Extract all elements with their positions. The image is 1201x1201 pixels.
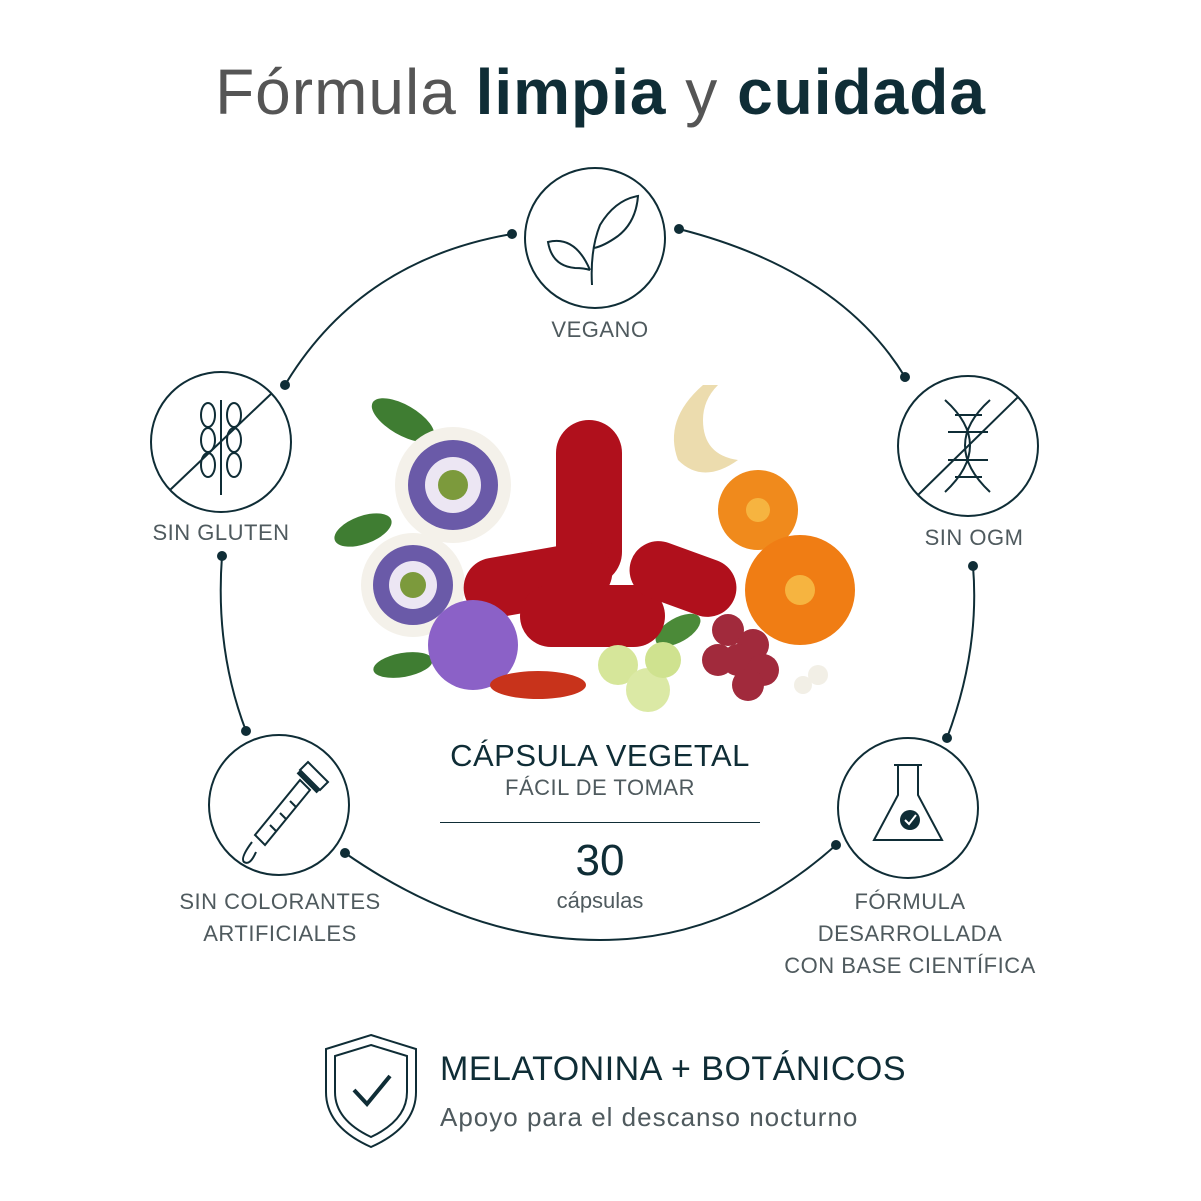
feature-label-formula-cientifica: FÓRMULA DESARROLLADA CON BASE CIENTÍFICA [784, 889, 1036, 978]
connector-arc [219, 555, 247, 732]
no-dna-icon [897, 375, 1039, 517]
capsule-count: 30 [575, 836, 625, 885]
connector-arc [946, 565, 976, 739]
footer-subtitle: Apoyo para el descanso nocturno [440, 1102, 859, 1132]
flask-icon [837, 737, 979, 879]
capsule-subtitle: FÁCIL DE TOMAR [505, 775, 695, 800]
shield-check-icon [325, 1033, 417, 1149]
no-wheat-icon [150, 371, 292, 513]
connector-arc [344, 844, 837, 942]
connector-arc [678, 228, 906, 378]
moon-icon [673, 385, 738, 473]
feature-label-sin-ogm: SIN OGM [924, 525, 1024, 550]
feature-label-vegano: VEGANO [551, 317, 649, 342]
grapes [702, 614, 779, 701]
passion-flower [395, 427, 511, 543]
connector-arc [284, 233, 513, 386]
divider [440, 822, 760, 823]
page-title: Fórmula limpia y cuidada [215, 56, 986, 128]
product-image [334, 385, 855, 712]
passion-flower [361, 533, 465, 637]
feature-label-sin-colorantes: SIN COLORANTES ARTIFICIALES [179, 889, 381, 946]
capsule-title: CÁPSULA VEGETAL [450, 738, 750, 773]
capsule-count-unit: cápsulas [556, 888, 644, 913]
footer-title: MELATONINA + BOTÁNICOS [440, 1050, 907, 1088]
leaf-icon [524, 167, 666, 309]
dropper-icon [208, 734, 350, 876]
saffron-flower [428, 600, 518, 690]
capsule [463, 420, 737, 647]
feature-label-sin-gluten: SIN GLUTEN [152, 520, 290, 545]
